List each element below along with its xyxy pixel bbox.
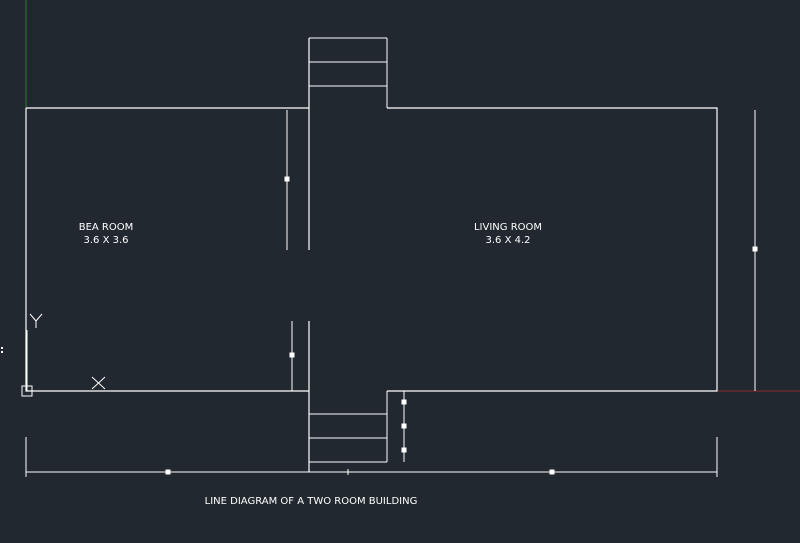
ucs-icon	[21, 313, 106, 397]
living-room-size: 3.6 X 4.2	[485, 235, 530, 246]
grip-door-lower[interactable]	[289, 352, 295, 358]
building-outline[interactable]	[25, 107, 718, 392]
edge-mark-icon	[1, 351, 3, 353]
grip-stair-mid[interactable]	[401, 423, 407, 429]
grip-bottom-dim-left[interactable]	[165, 469, 171, 475]
bottom-dimension[interactable]	[25, 437, 718, 477]
bedroom-size: 3.6 X 3.6	[83, 235, 128, 246]
grip-door-upper[interactable]	[284, 176, 290, 182]
bedroom-name: BEA ROOM	[79, 222, 134, 233]
grip-bottom-dim-right[interactable]	[549, 469, 555, 475]
grip-right-dimension[interactable]	[752, 246, 758, 252]
top-stair[interactable]	[309, 37, 388, 108]
living-room-name: LIVING ROOM	[474, 222, 542, 233]
edge-mark-icon	[1, 347, 3, 349]
grip-stair-bottom[interactable]	[401, 447, 407, 453]
diagram-caption: LINE DIAGRAM OF A TWO ROOM BUILDING	[205, 496, 418, 507]
grip-stair-top[interactable]	[401, 399, 407, 405]
bottom-stair[interactable]	[309, 391, 388, 463]
